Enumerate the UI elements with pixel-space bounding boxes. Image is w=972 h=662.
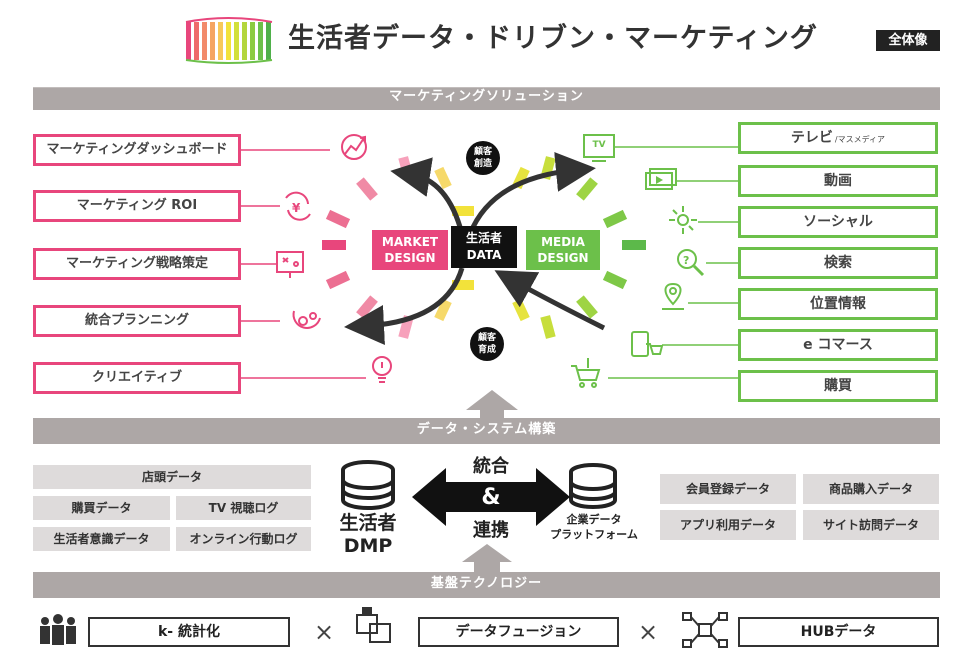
- consumer-data-line2: DATA: [466, 248, 502, 262]
- purchase-data: 購買データ: [33, 496, 170, 520]
- member-registration-data: 会員登録データ: [660, 474, 796, 504]
- lightbulb-icon: [372, 356, 392, 383]
- dmp-line1: 生活者: [339, 512, 397, 534]
- svg-text:?: ?: [683, 254, 689, 267]
- item-marketing-dashboard: マーケティングダッシュボード: [33, 134, 241, 166]
- tv-icon-text: TV: [592, 140, 606, 150]
- chart-icon: [341, 134, 367, 160]
- ecommerce-icon: [631, 331, 664, 357]
- people-icon: [40, 614, 76, 645]
- dmp-line2: DMP: [343, 535, 393, 557]
- platform-database-icon: [569, 463, 617, 509]
- yen-cycle-icon: ¥: [285, 191, 311, 221]
- social-icon: [669, 206, 697, 234]
- market-design-label: MARKET DESIGN: [372, 234, 448, 266]
- customer-creation-line1: 顧客: [473, 147, 492, 157]
- link-label: 連携: [473, 520, 509, 541]
- item-purchase: 購買: [738, 370, 938, 402]
- item-location: 位置情報: [738, 288, 938, 320]
- platform-line2: プラットフォーム: [550, 528, 638, 541]
- market-design-line1: MARKET: [381, 235, 439, 249]
- solutions-banner: マーケティングソリューション: [33, 87, 940, 110]
- platform-line1: 企業データ: [566, 513, 622, 526]
- customer-growth-circle: [470, 327, 504, 361]
- integration-double-arrow: [412, 468, 570, 526]
- media-design-label: MEDIA DESIGN: [526, 234, 600, 266]
- consumer-data-line1: 生活者: [465, 231, 502, 245]
- page-title: 生活者データ・ドリブン・マーケティング: [288, 23, 818, 54]
- item-marketing-roi: マーケティング ROI: [33, 190, 241, 222]
- tech-hub-data: HUBデータ: [738, 617, 939, 647]
- times-separator-1: ×: [314, 618, 335, 646]
- strategy-board-icon: [276, 251, 304, 278]
- consumer-data-label: 生活者 DATA: [451, 230, 517, 264]
- product-purchase-data: 商品購入データ: [803, 474, 939, 504]
- gears-icon: [292, 310, 321, 329]
- item-search: 検索: [738, 247, 938, 279]
- fusion-icon: [356, 607, 391, 643]
- media-design-line2: DESIGN: [537, 251, 589, 265]
- up-arrow-bottom: [462, 544, 512, 572]
- item-tv-label: テレビ: [790, 130, 833, 146]
- location-icon: [662, 282, 684, 310]
- market-design-box: [372, 230, 448, 270]
- tech-k-statistics: k- 統計化: [88, 617, 290, 647]
- corporate-platform-label: 企業データ プラットフォーム: [540, 512, 648, 542]
- tech-data-fusion: データフュージョン: [418, 617, 619, 647]
- tv-viewing-log: TV 視聴ログ: [176, 496, 311, 520]
- customer-growth-line2: 育成: [477, 345, 496, 355]
- logo-stripes-icon: [185, 17, 273, 64]
- times-separator-2: ×: [638, 618, 659, 646]
- item-ecommerce: e コマース: [738, 329, 938, 361]
- integrate-label: 統合: [473, 456, 509, 477]
- item-tv: テレビ/マスメディア: [738, 122, 938, 154]
- media-design-line1: MEDIA: [541, 235, 585, 249]
- item-marketing-strategy: マーケティング戦略策定: [33, 248, 241, 280]
- item-social: ソーシャル: [738, 206, 938, 238]
- ampersand-label: &: [481, 485, 501, 510]
- svg-text:¥: ¥: [292, 201, 301, 215]
- hub-icon: [682, 612, 728, 648]
- consumer-attitude-data: 生活者意識データ: [33, 527, 170, 551]
- customer-creation-label: 顧客 創造: [466, 146, 500, 170]
- media-design-box: [526, 230, 600, 270]
- cart-icon: [571, 358, 601, 388]
- video-icon: [645, 168, 677, 190]
- technology-banner: 基盤テクノロジー: [33, 572, 940, 598]
- site-visit-data: サイト訪問データ: [803, 510, 939, 540]
- dmp-database-icon: [341, 460, 395, 510]
- consumer-data-box: [451, 226, 517, 268]
- item-creative: クリエイティブ: [33, 362, 241, 394]
- dmp-label: 生活者 DMP: [332, 512, 404, 558]
- market-design-line2: DESIGN: [384, 251, 436, 265]
- left-connectors: [241, 149, 366, 379]
- item-tv-sub: /マスメディア: [834, 135, 886, 144]
- flow-arrows: [344, 151, 606, 345]
- store-data: 店頭データ: [33, 465, 311, 489]
- item-integrated-planning: 統合プランニング: [33, 305, 241, 337]
- customer-creation-line2: 創造: [473, 159, 492, 169]
- customer-growth-line1: 顧客: [477, 333, 496, 343]
- online-behavior-log: オンライン行動ログ: [176, 527, 311, 551]
- app-usage-data: アプリ利用データ: [660, 510, 796, 540]
- system-banner: データ・システム構築: [33, 418, 940, 444]
- customer-growth-label: 顧客 育成: [470, 332, 504, 356]
- up-arrow-top: [466, 390, 518, 420]
- search-icon: ?: [677, 249, 705, 277]
- overview-badge: 全体像: [876, 30, 940, 51]
- customer-creation-circle: [466, 141, 500, 175]
- item-video: 動画: [738, 165, 938, 197]
- right-connectors: [608, 146, 738, 379]
